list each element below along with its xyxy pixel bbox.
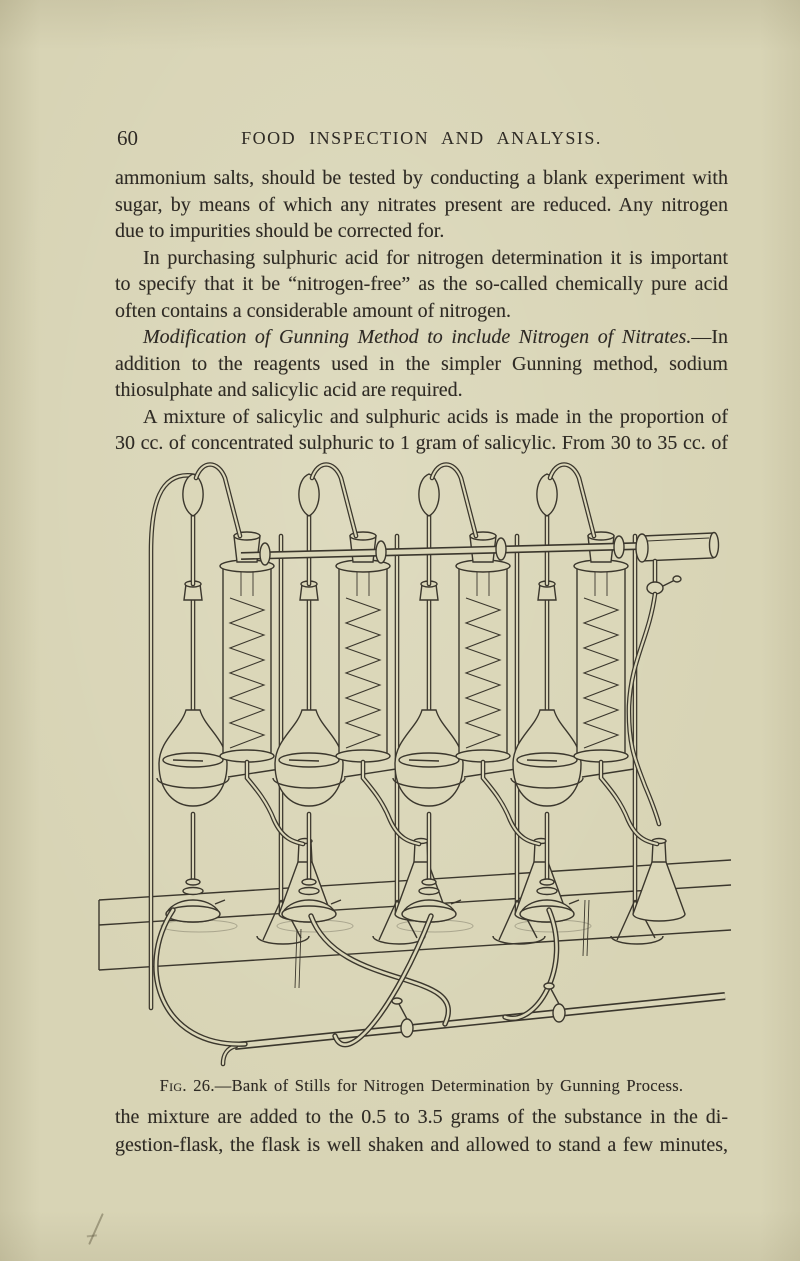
text-run: —In [691,326,728,348]
still-unit-1 [157,465,331,945]
figure-26 [95,448,735,1073]
text-line: addition to the reagents used in the sim… [115,352,728,375]
figure-caption: Fig. 26.—Bank of Stills for Nitrogen Det… [115,1076,728,1096]
text-line: thiosulphate and salicylic acid are requ… [115,379,463,401]
figure-caption-label: Fig. 26. [159,1076,215,1095]
water-pipe [240,531,720,566]
gas-pipe [220,992,726,1067]
running-title: FOOD INSPECTION AND ANALYSIS. [241,128,602,148]
valve-and-tube [626,558,682,827]
gas-stopcocks [391,982,566,1038]
body-text: ammonium salts, should be tested by cond… [115,165,728,457]
text-line: Modification of Gunning Method to includ… [115,324,728,351]
text-line: to specify that it be “nitrogen-free” as… [115,273,728,295]
page-number: 60 [117,126,138,150]
text-line: the mixture are added to the 0.5 to 3.5 … [115,1106,728,1128]
text-line: gestion-flask, the flask is well shaken … [115,1134,728,1156]
text-line: sugar, by means of which any nitrates pr… [115,193,728,216]
pencil-mark [88,1213,104,1245]
text-line: due to impurities should be corrected fo… [115,220,445,242]
text-line: often contains a considerable amount of … [115,299,511,322]
page-header: 60 FOOD INSPECTION AND ANALYSIS. [115,126,728,150]
italic-lead: Modification of Gunning Method to includ… [143,326,692,348]
rubber-tubes [153,907,560,1048]
text-line: 30 cc. of concentrated sulphuric to 1 gr… [115,432,728,454]
delivery-tube [148,473,198,1011]
bank-of-stills-illustration [98,448,732,1067]
text-line: In purchasing sulphuric acid for nitroge… [143,246,728,269]
text-line: A mixture of salicylic and sulphuric aci… [143,405,728,428]
text-line: ammonium salts, should be tested by cond… [115,167,728,189]
body-text-continued: the mixture are added to the 0.5 to 3.5 … [115,1103,728,1159]
figure-caption-text: —Bank of Stills for Nitrogen Determinati… [214,1076,684,1095]
